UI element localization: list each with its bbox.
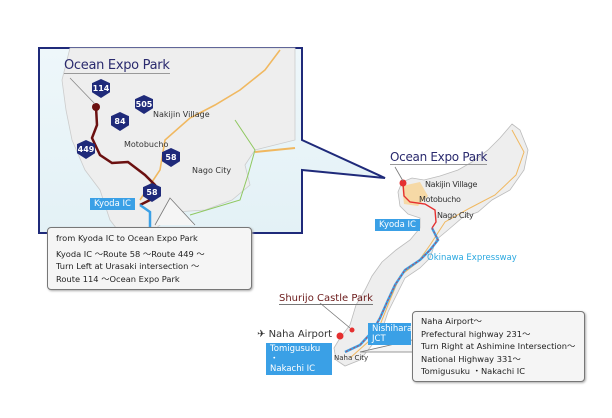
inset-motobucho-label: Motobucho bbox=[124, 140, 169, 149]
naha-airport-label: ✈ Naha Airport bbox=[257, 329, 332, 340]
tag-line: Nishihara bbox=[372, 324, 413, 334]
tag-line: Tomigusuku ・ bbox=[270, 344, 321, 364]
route-505-shield: 505 bbox=[135, 95, 153, 114]
callout-heading: from Kyoda IC to Ocean Expo Park bbox=[56, 233, 198, 243]
route-58-shield-south: 58 bbox=[143, 183, 161, 202]
naha-city-label: Naha City bbox=[334, 354, 369, 362]
tomigusuku-ic-tag: Tomigusuku ・ Nakachi IC bbox=[266, 343, 332, 375]
callout-line: Naha Airport〜 bbox=[421, 316, 482, 326]
nakijin-label: Nakijin Village bbox=[425, 180, 478, 189]
inset-directions-callout: from Kyoda IC to Ocean Expo Park Kyoda I… bbox=[47, 227, 252, 291]
inset-kyoda-ic-tag: Kyoda IC bbox=[90, 198, 135, 210]
expressway-label: Okinawa Expressway bbox=[427, 253, 517, 263]
inset-ocean-expo-marker bbox=[92, 103, 100, 111]
naha-directions-callout: Naha Airport〜 Prefectural highway 231〜 T… bbox=[412, 311, 585, 382]
naha-airport-text: Naha Airport bbox=[268, 329, 333, 340]
inset-nago-label: Nago City bbox=[192, 166, 232, 175]
nago-label: Nago City bbox=[437, 211, 474, 220]
airplane-icon: ✈ bbox=[257, 329, 266, 340]
callout-line: Tomigusuku ・Nakachi IC bbox=[421, 366, 526, 377]
motobucho-label: Motobucho bbox=[419, 195, 461, 204]
tag-line: JCT bbox=[372, 334, 386, 344]
ocean-expo-label: Ocean Expo Park bbox=[390, 150, 488, 165]
route-84-shield: 84 bbox=[111, 112, 129, 131]
callout-line: Turn Right at Ashimine Intersection〜 bbox=[421, 341, 576, 352]
route-114-shield: 114 bbox=[92, 79, 110, 98]
route-58-shield: 58 bbox=[162, 148, 180, 167]
callout-line: Turn Left at Urasaki intersection 〜 bbox=[56, 261, 200, 272]
route-line bbox=[402, 182, 437, 229]
ocean-expo-marker bbox=[399, 179, 407, 187]
kyoda-ic-tag: Kyoda IC bbox=[375, 219, 420, 231]
naha-airport-marker bbox=[336, 332, 344, 340]
callout-line: Route 114 〜Ocean Expo Park bbox=[56, 273, 180, 284]
tag-line: Nakachi IC bbox=[270, 364, 316, 374]
inset-nakijin-label: Nakijin Village bbox=[153, 110, 210, 119]
callout-line: Prefectural highway 231〜 bbox=[421, 328, 531, 339]
nishihara-jct-tag: Nishihara JCT bbox=[368, 323, 413, 345]
shurijo-label: Shurijo Castle Park bbox=[279, 293, 373, 305]
inset-title: Ocean Expo Park bbox=[64, 58, 170, 74]
callout-line: National Highway 331〜 bbox=[421, 353, 521, 364]
callout-line: Kyoda IC 〜Route 58 〜Route 449 〜 bbox=[56, 248, 205, 259]
shurijo-marker bbox=[349, 327, 355, 333]
route-449-shield: 449 bbox=[77, 140, 95, 159]
